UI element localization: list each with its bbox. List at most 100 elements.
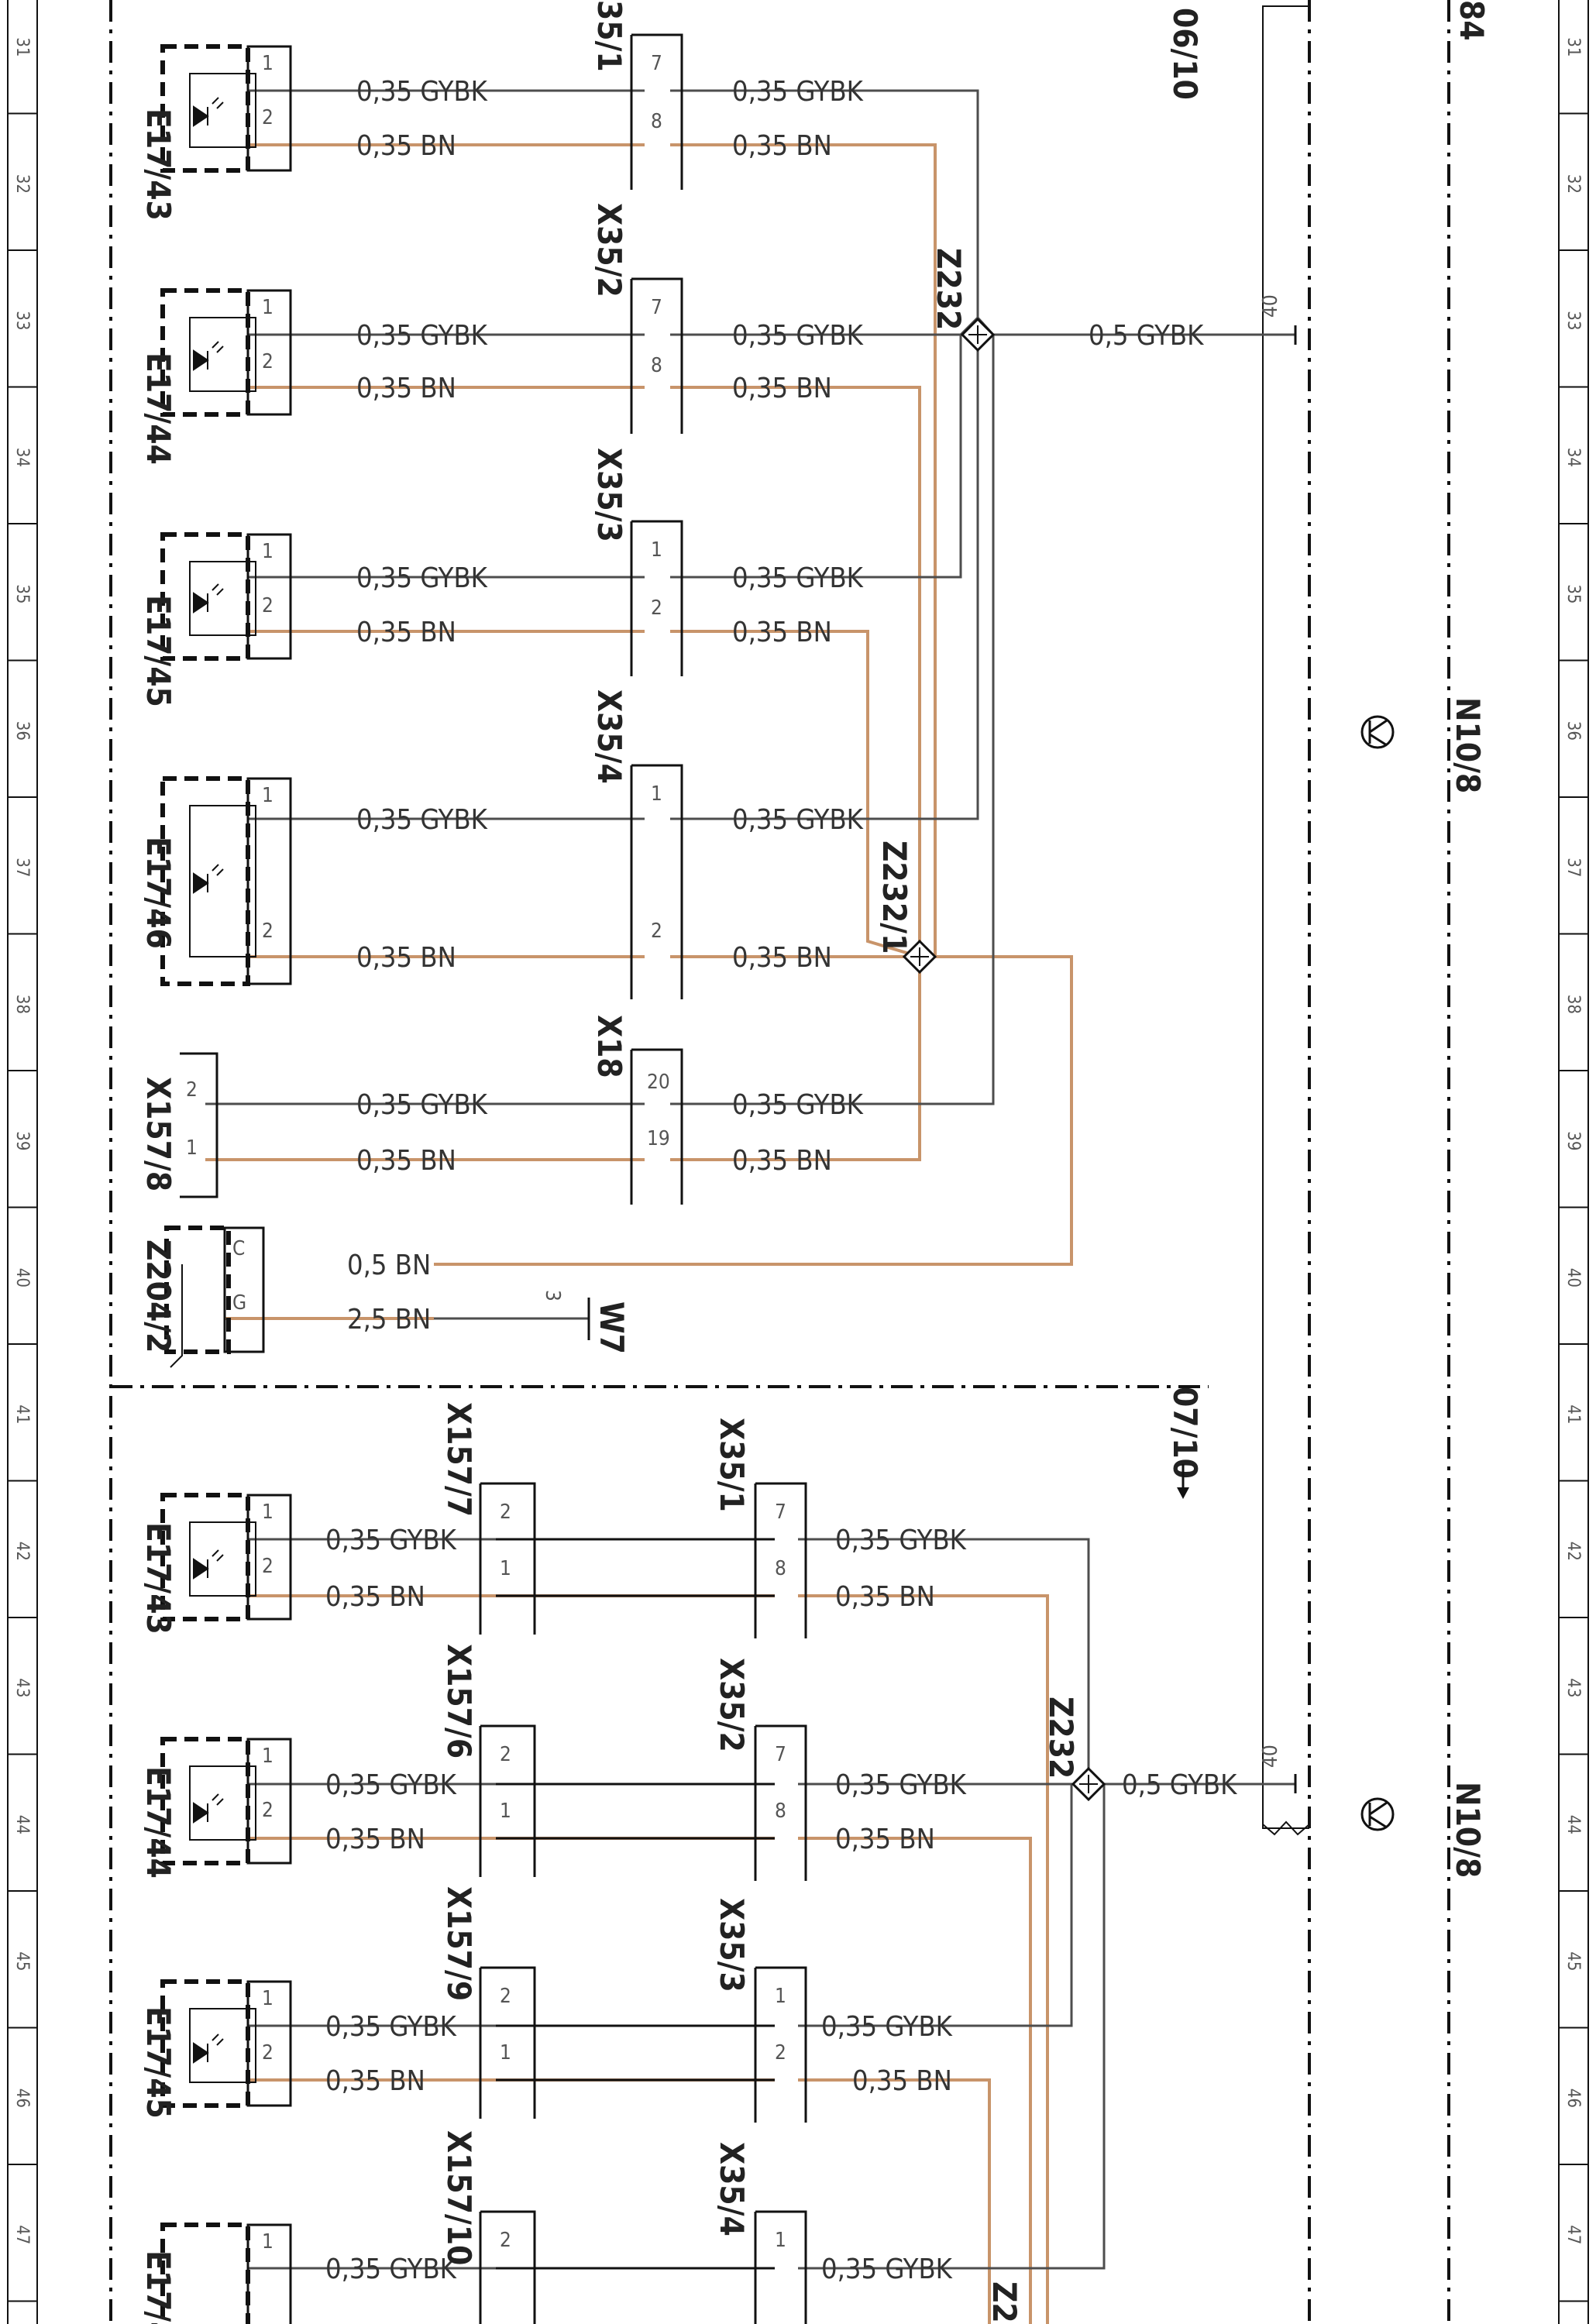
wire-label: 0,35 BN (356, 1145, 456, 1177)
row-number: 32 (1563, 174, 1583, 194)
row-number: 35 (1563, 584, 1583, 603)
wire-label: 0,5 GYBK (1089, 320, 1204, 352)
led-icon (193, 583, 224, 614)
svg-text:1: 1 (262, 1745, 273, 1768)
svg-text:40: 40 (1259, 1745, 1282, 1768)
connector-x35-4-lower: 1 (754, 2210, 807, 2324)
component-e17-45-upper: 1 2 (160, 532, 292, 661)
svg-text:2: 2 (262, 106, 273, 129)
connector-x35-2-lower: 7 8 (754, 1724, 807, 1881)
connector-x18: 20 19 (630, 1048, 683, 1205)
label-w7-pin: 3 (541, 1290, 564, 1301)
label-x18: X18 (590, 1015, 628, 1078)
wire-label: 0,35 GYBK (732, 562, 864, 594)
label-x157-6: X157/6 (440, 1644, 478, 1758)
svg-text:1: 1 (500, 2041, 511, 2064)
wire-label: 0,35 GYBK (732, 1089, 864, 1121)
row-number: 31 (1563, 37, 1583, 57)
svg-text:1: 1 (500, 1800, 511, 1823)
svg-text:2: 2 (262, 1799, 273, 1822)
wire-label: 0,35 BN (356, 373, 456, 404)
svg-text:2: 2 (651, 596, 662, 620)
wire-label: 0,35 GYBK (325, 1525, 457, 1556)
wire-label: 0,35 BN (325, 1824, 425, 1855)
row-number: 46 (12, 2089, 32, 2108)
splice-z232-upper (960, 317, 996, 352)
transistor-icon (1360, 715, 1395, 749)
label-x35-4-upper: X35/4 (590, 689, 628, 784)
label-x157-7: X157/7 (440, 1402, 478, 1517)
svg-text:2: 2 (186, 1078, 198, 1102)
row-number: 44 (12, 1815, 32, 1834)
svg-text:1: 1 (775, 2229, 786, 2252)
svg-text:40: 40 (1259, 294, 1282, 318)
svg-text:7: 7 (651, 296, 662, 319)
row-number: 38 (12, 995, 32, 1014)
component-z204-2: C G (164, 1226, 265, 1368)
svg-text:1: 1 (262, 52, 273, 75)
row-number: 43 (1563, 1678, 1583, 1697)
label-z232-upper: Z232 (930, 248, 968, 330)
component-e17-43-lower: 1 2 (160, 1493, 292, 1621)
led-icon (193, 341, 224, 371)
svg-text:1: 1 (262, 1501, 273, 1524)
svg-text:7: 7 (775, 1501, 786, 1524)
svg-text:8: 8 (775, 1800, 786, 1823)
row-number: 31 (12, 37, 32, 57)
led-icons (193, 97, 224, 2064)
row-number: 45 (1563, 1951, 1583, 1971)
wire-label: 0,35 GYBK (356, 562, 488, 594)
row-number: 34 (1563, 448, 1583, 467)
svg-text:1: 1 (500, 1557, 511, 1580)
row-number: 45 (12, 1951, 32, 1971)
wire-label: 0,35 GYBK (835, 1769, 967, 1801)
wire-label: 0,5 BN (347, 1250, 431, 1281)
label-w7: W7 (593, 1301, 631, 1354)
svg-text:1: 1 (651, 782, 662, 806)
svg-text:1: 1 (775, 1985, 786, 2008)
row-number: 46 (1563, 2089, 1583, 2108)
label-n10-8-lower: N10/8 (1449, 1782, 1487, 1878)
label-e17-44: E17/44 (139, 352, 177, 465)
svg-text:2: 2 (500, 2229, 511, 2252)
component-e17-46-upper: 1 2 (160, 776, 292, 986)
svg-text:2: 2 (262, 2041, 273, 2064)
wire-label: 0,35 BN (732, 942, 832, 974)
row-number: 33 (1563, 311, 1583, 330)
label-x35-4-lower: X35/4 (713, 2142, 751, 2236)
wire-label: 0,35 BN (732, 1145, 832, 1177)
label-x35-3-upper: X35/3 (590, 448, 628, 542)
row-number: 42 (1563, 1542, 1583, 1561)
svg-text:1: 1 (186, 1136, 198, 1160)
component-e17-43-upper: 1 2 (160, 44, 292, 173)
svg-text:2: 2 (500, 1985, 511, 2008)
wire-label: 2,5 BN (347, 1304, 431, 1336)
wire-label: 0,35 GYBK (732, 76, 864, 108)
wire-label: 0,35 GYBK (732, 804, 864, 836)
reference-corner: 84 (1453, 0, 1491, 41)
wire-label: 0,35 BN (852, 2065, 952, 2097)
connector-x157-10: 2 (479, 2210, 536, 2324)
row-number: 35 (12, 584, 32, 603)
svg-text:8: 8 (651, 354, 662, 377)
label-x157-9: X157/9 (440, 1886, 478, 2001)
wire-label: 0,35 GYBK (835, 1525, 967, 1556)
connector-x35-4-upper: 1 2 (630, 764, 683, 999)
connector-x157-6: 2 1 (479, 1724, 536, 1877)
connector-x35-1-lower: 7 8 (754, 1482, 807, 1638)
label-e17-43-lower: E17/43 (139, 1522, 177, 1635)
component-e17-4x-lower: 1 (160, 2223, 292, 2324)
wire-label: 0,35 BN (325, 1581, 425, 1613)
row-number: 34 (12, 448, 32, 467)
wire-label: 0,35 BN (732, 373, 832, 404)
row-number: 40 (1563, 1268, 1583, 1287)
label-e17-45-lower: E17/45 (139, 2006, 177, 2119)
wire-label: 0,35 BN (356, 942, 456, 974)
row-number: 39 (1563, 1131, 1583, 1150)
label-z232-1: Z232/1 (875, 841, 913, 954)
label-x157-8: X157/8 (139, 1077, 177, 1191)
label-x35-2-upper: X35/2 (590, 203, 628, 297)
